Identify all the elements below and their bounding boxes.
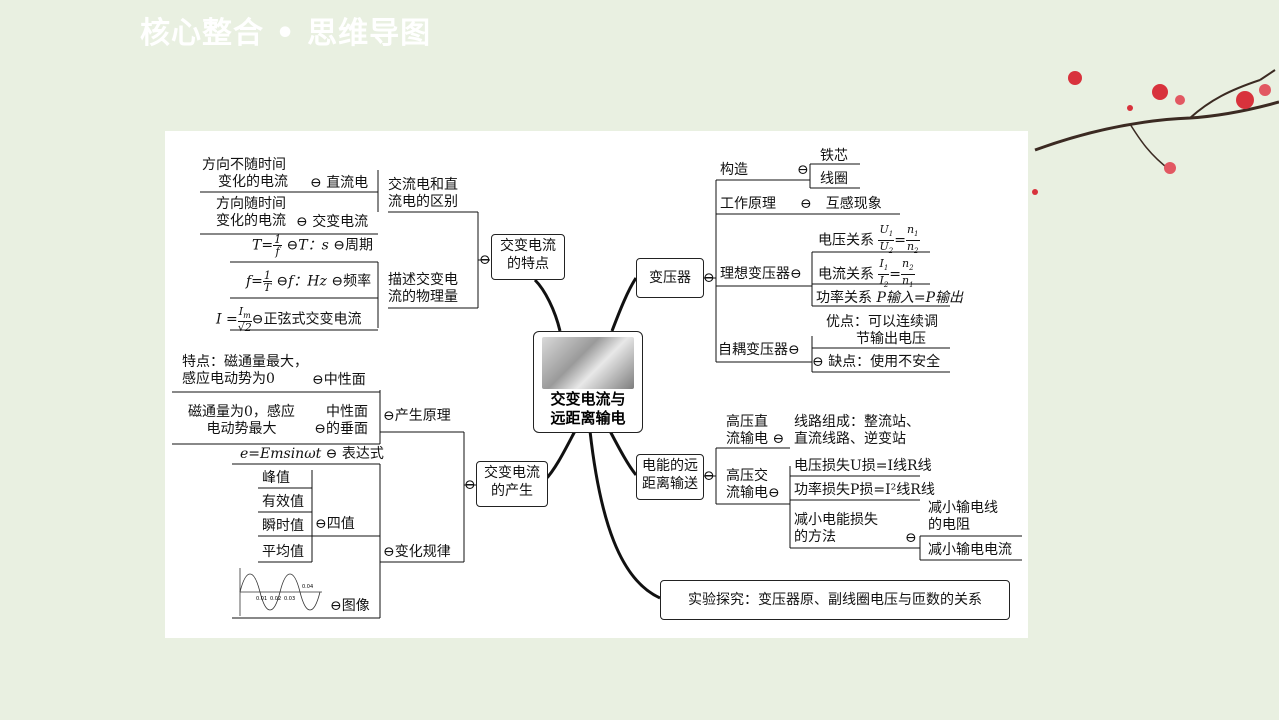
expression-row: e=Emsinωt ⊖ 表达式 [240,446,384,462]
neutral-plane-label: ⊖中性面 [312,372,366,388]
reduce-current-text: 减小输电电流 [928,542,1012,558]
generation-principle-label: ⊖产生原理 [383,408,451,424]
hvac-label: 高压交 流输电⊖ [726,468,780,501]
ac-generation-node: 交变电流 的产生 [476,461,548,507]
graph-tick: 0.03 [284,596,295,602]
perpendicular-plane-description: 磁通量为0，感应 电动势最大 [188,404,295,437]
collapse-toggle[interactable]: ⊖ [703,468,715,484]
sine-wave-graph: 0.01 0.02 0.03 0.04 [239,568,322,616]
dc-description: 方向不随时间 变化的电流 [202,157,288,190]
power-loss-row: 功率损失P损=I²线R线 [794,482,935,498]
autotransformer-label: 自耦变压器⊖ [718,342,800,358]
iron-core-label: 铁芯 [820,148,848,164]
graph-tick: 0.02 [270,596,281,602]
physical-quantities-label: 描述交变电 流的物理量 [388,272,458,305]
collapse-toggle[interactable]: ⊖ [905,530,917,546]
voltage-loss-row: 电压损失U损=I线R线 [794,458,932,474]
ac-label: ⊖ 交变电流 [296,214,369,230]
graph-label: ⊖图像 [330,598,370,614]
advantage-text: 优点：可以连续调 节输出电压 [826,314,938,347]
transformer-photo [542,337,634,389]
central-topic-node: 交变电流与 远距离输电 [533,331,643,433]
page-title: 核心整合 • 思维导图 [140,16,432,51]
value-peak: 峰值 [262,470,290,486]
value-effective: 有效值 [262,494,304,510]
reduce-resistance-text: 减小输电线 的电阻 [928,500,998,533]
hvdc-label: 高压直 流输电 ⊖ [726,414,785,447]
plum-branch-decoration [1032,69,1279,195]
graph-tick: 0.01 [256,596,267,602]
coil-label: 线圈 [820,171,848,187]
transformer-node: 变压器 [636,258,704,298]
value-instantaneous: 瞬时值 [262,518,304,534]
graph-tick: 0.04 [302,584,313,590]
disadvantage-text: ⊖ 缺点：使用不安全 [812,354,941,370]
collapse-toggle[interactable]: ⊖ [464,477,476,493]
collapse-toggle[interactable]: ⊖ [479,252,491,268]
change-law-label: ⊖变化规律 [383,544,451,560]
neutral-plane-description: 特点：磁通量最大， 感应电动势为0 [182,354,308,387]
central-topic-label: 交变电流与 远距离输电 [550,390,626,427]
structure-label: 构造 [720,162,748,178]
collapse-toggle[interactable]: ⊖ [797,162,809,178]
power-transmission-node: 电能的远 距离输送 [636,454,704,500]
collapse-toggle[interactable]: ⊖ [703,270,715,286]
ideal-transformer-label: 理想变压器⊖ [720,266,802,282]
four-values-label: ⊖四值 [315,516,355,532]
sine-current-row: I =Im√2⊖正弦式交变电流 [216,305,362,335]
ac-description: 方向随时间 变化的电流 [216,196,286,229]
value-average: 平均值 [262,544,304,560]
dc-label: ⊖ 直流电 [310,175,369,191]
ac-dc-difference-label: 交流电和直 流电的区别 [388,177,458,210]
ac-features-node: 交变电流 的特点 [491,234,565,280]
hvdc-composition: 线路组成：整流站、 直流线路、逆变站 [794,414,920,447]
working-principle-label: 工作原理 [720,196,776,212]
experiment-node: 实验探究：变压器原、副线圈电压与匝数的关系 [660,580,1010,620]
reduce-loss-label: 减小电能损失 的方法 [794,512,878,545]
perpendicular-plane-label: 中性面 ⊖的垂面 [314,404,368,437]
power-relation-row: 功率关系 P输入=P输出 [816,290,964,306]
mutual-induction-label: ⊖ 互感现象 [800,196,882,212]
